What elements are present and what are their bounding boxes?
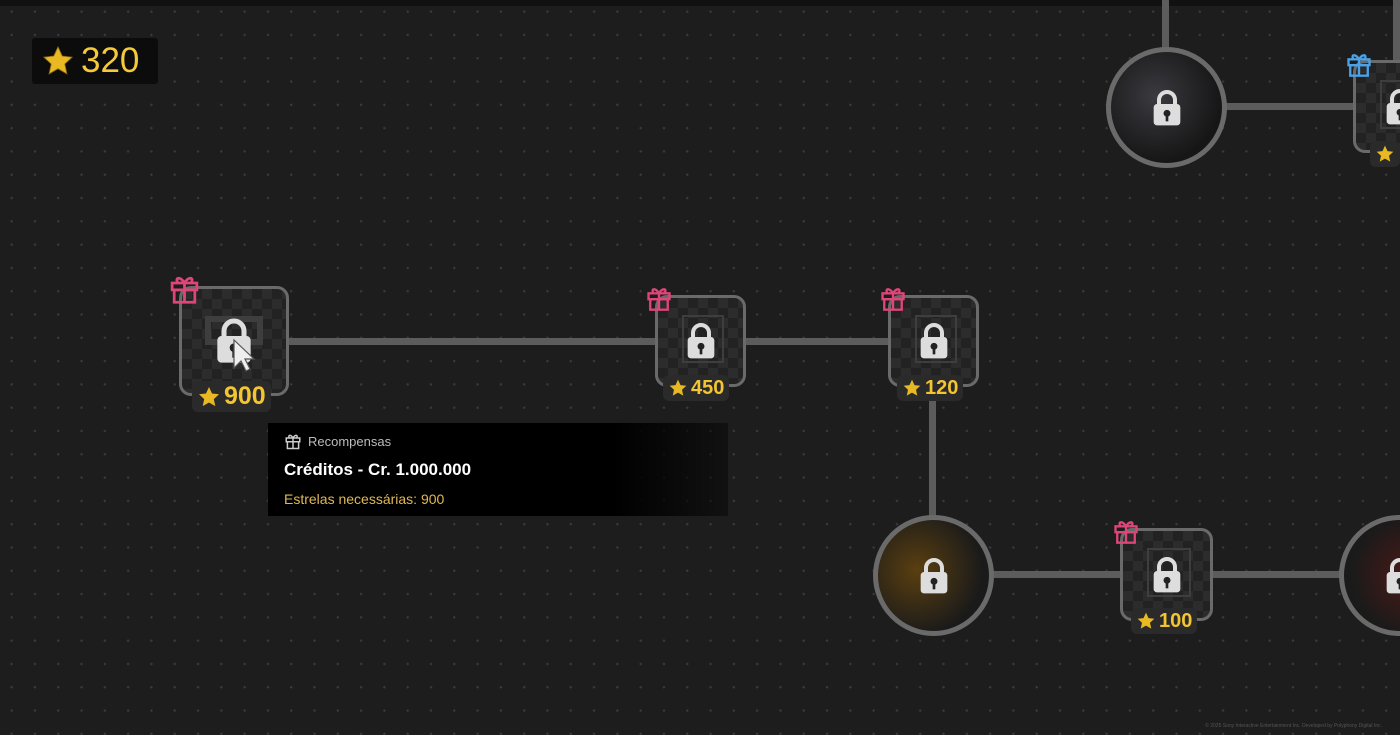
stars-required-badge: 120 — [897, 375, 964, 401]
connector — [1162, 0, 1169, 48]
lock-icon — [1386, 557, 1400, 593]
connector — [929, 387, 936, 517]
copyright: © 2025 Sony Interactive Entertainment In… — [1205, 723, 1382, 729]
lock-icon — [1153, 89, 1180, 125]
reward-tooltip: Recompensas Créditos - Cr. 1.000.000 Est… — [268, 423, 728, 516]
cursor-pointer — [233, 338, 256, 372]
reward-node-450[interactable] — [655, 295, 746, 387]
tooltip-title: Créditos - Cr. 1.000.000 — [284, 460, 472, 479]
reward-node[interactable] — [1353, 60, 1400, 153]
gift-icon — [170, 276, 199, 304]
stars-required-badge: 100 — [1131, 608, 1198, 634]
connector — [1226, 103, 1356, 110]
top-bar — [0, 0, 1400, 6]
star-icon — [1376, 145, 1394, 162]
car-node[interactable] — [873, 515, 994, 636]
stars-required-badge — [1370, 141, 1400, 167]
tooltip-header: Recompensas — [308, 433, 392, 449]
star-total: 320 — [32, 38, 158, 84]
star-total-value: 320 — [81, 41, 140, 80]
connector — [288, 338, 656, 345]
star-icon — [903, 379, 921, 396]
lock-icon — [920, 323, 947, 359]
reward-node-120[interactable] — [888, 295, 979, 387]
connector — [1212, 571, 1342, 578]
stars-required-badge: 450 — [663, 375, 730, 401]
car-node[interactable] — [1339, 515, 1400, 636]
gift-icon — [1114, 521, 1138, 544]
star-icon — [1137, 612, 1155, 629]
stars-required-badge: 900 — [192, 381, 271, 412]
lock-icon — [687, 323, 714, 359]
connector — [1393, 0, 1400, 62]
reward-node-100[interactable] — [1120, 528, 1213, 621]
lock-icon — [920, 557, 947, 593]
star-icon — [669, 379, 687, 396]
car-node[interactable] — [1106, 47, 1227, 168]
connector — [993, 571, 1121, 578]
connector — [745, 338, 889, 345]
star-icon — [42, 45, 74, 75]
gift-icon — [881, 288, 905, 311]
star-icon — [199, 386, 219, 406]
gift-icon — [647, 288, 671, 311]
lock-icon — [1153, 556, 1180, 592]
gift-icon — [285, 434, 301, 450]
gift-icon-blue — [1347, 54, 1371, 77]
lock-icon — [1386, 88, 1400, 124]
tooltip-requirement: Estrelas necessárias: 900 — [284, 491, 445, 507]
